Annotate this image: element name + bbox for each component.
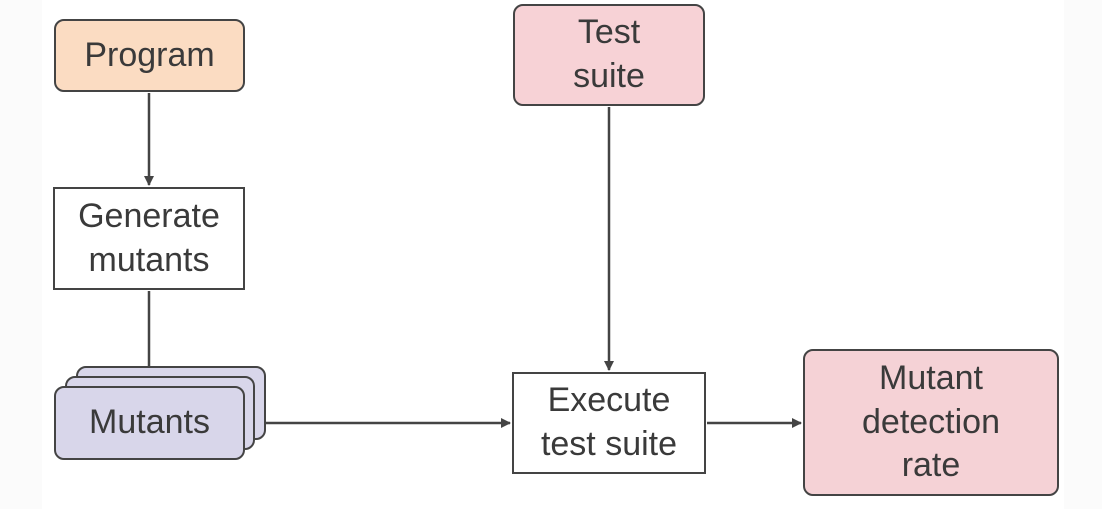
rate-line-2: detection xyxy=(862,402,1000,441)
test-suite-line-1: Test xyxy=(577,13,641,52)
left-margin-strip xyxy=(0,0,42,509)
rate-line-1: Mutant xyxy=(879,359,983,398)
generate-mutants-line-1: Generate xyxy=(78,196,220,235)
mutants-node: Mutants xyxy=(54,386,245,460)
mutant-detection-rate-node: Mutant detection rate xyxy=(803,349,1059,496)
right-margin-strip xyxy=(1064,0,1102,509)
mutants-label: Mutants xyxy=(89,403,210,442)
rate-line-3: rate xyxy=(901,446,961,485)
execute-line-2: test suite xyxy=(540,425,678,463)
generate-mutants-line-2: mutants xyxy=(88,240,210,279)
execute-test-suite-node: Execute test suite xyxy=(512,372,706,474)
generate-mutants-node: Generate mutants xyxy=(53,187,245,290)
test-suite-node: Test suite xyxy=(513,4,705,106)
program-node: Program xyxy=(54,19,245,92)
test-suite-line-2: suite xyxy=(573,57,645,95)
program-label: Program xyxy=(84,35,215,74)
execute-line-1: Execute xyxy=(547,381,671,420)
